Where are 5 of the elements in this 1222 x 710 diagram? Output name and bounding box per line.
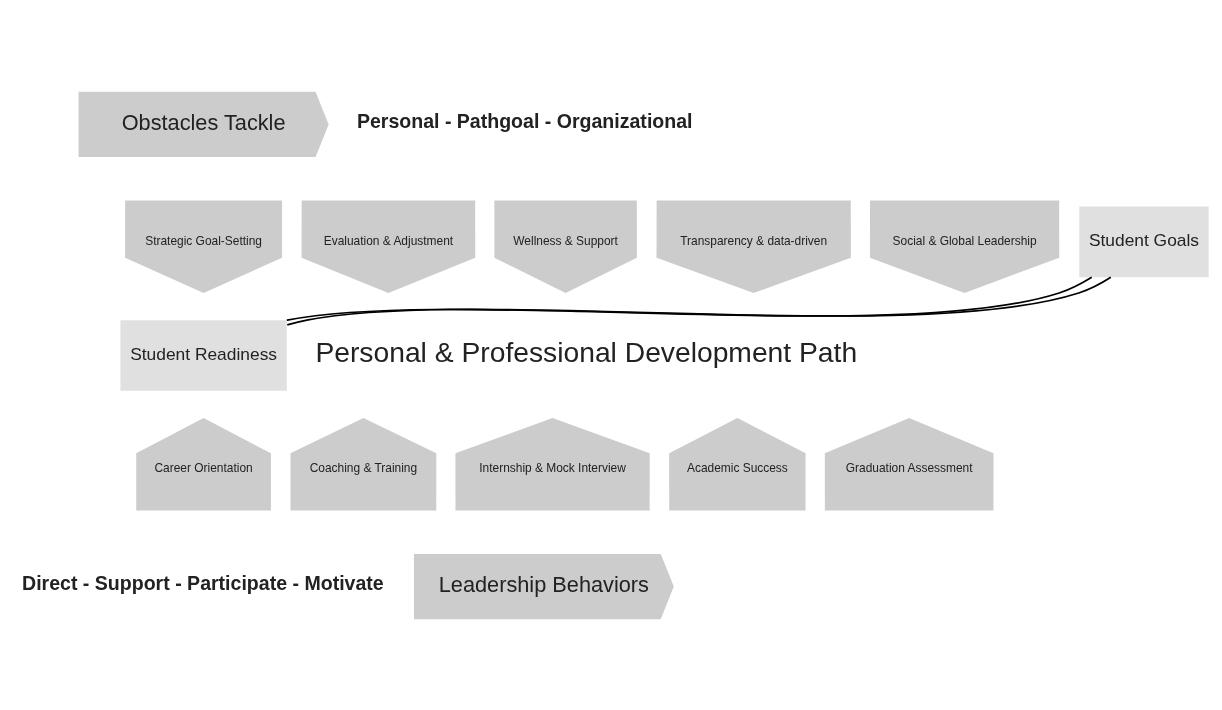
label: Personal - Pathgoal - Organizational (356, 109, 693, 132)
label: Personal & Professional Development Path (315, 335, 858, 368)
node-box: Student Goals (1079, 206, 1209, 277)
node-box: Student Readiness (120, 319, 287, 391)
label: Direct - Support - Participate - Motivate (22, 571, 384, 594)
